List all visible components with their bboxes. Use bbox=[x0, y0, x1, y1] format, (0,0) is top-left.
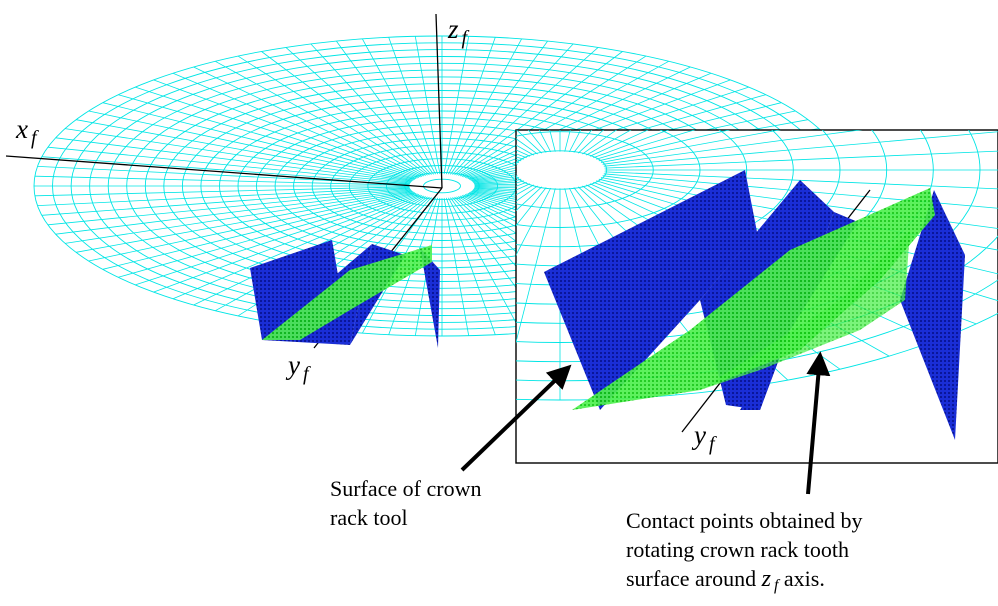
callout-contact-line1: Contact points obtained by bbox=[626, 508, 863, 533]
contact-points-surface bbox=[572, 188, 935, 410]
mesh-spoke bbox=[172, 194, 421, 300]
callout-contact-points: Contact points obtained by rotating crow… bbox=[626, 506, 862, 600]
mesh-spoke bbox=[443, 36, 470, 175]
mesh-spoke bbox=[388, 37, 439, 175]
contact-points-surface-2 bbox=[700, 230, 910, 390]
mesh-spoke bbox=[602, 175, 998, 229]
mesh-spoke bbox=[463, 72, 712, 178]
mesh-spoke bbox=[37, 187, 410, 206]
mesh-spoke bbox=[135, 193, 418, 286]
mesh-spoke bbox=[459, 60, 669, 177]
mesh-spoke bbox=[310, 43, 432, 175]
mesh-spoke bbox=[76, 190, 413, 253]
mesh-spoke bbox=[549, 130, 556, 152]
mesh-spoke bbox=[600, 130, 782, 163]
arrow-contact-points bbox=[806, 351, 831, 495]
mesh-spoke bbox=[450, 40, 548, 175]
mesh-spoke bbox=[88, 110, 414, 181]
inset-content bbox=[516, 130, 998, 440]
mesh-spoke bbox=[516, 173, 517, 175]
mesh-spoke bbox=[153, 79, 420, 178]
mesh-spoke bbox=[76, 119, 413, 182]
mesh-spoke bbox=[118, 192, 417, 278]
callout-rack-surface: Surface of crown rack tool bbox=[330, 474, 482, 532]
inset-mesh bbox=[516, 130, 998, 401]
callout-rack-surface-line2: rack tool bbox=[330, 505, 408, 530]
mesh-spoke bbox=[41, 187, 411, 216]
mesh-spoke bbox=[452, 43, 574, 175]
mesh-spoke bbox=[516, 138, 538, 155]
mesh-spoke bbox=[604, 171, 998, 190]
mesh-spoke bbox=[464, 79, 731, 178]
mesh-spoke bbox=[47, 188, 411, 226]
mesh-spoke bbox=[47, 146, 411, 184]
mesh-spoke bbox=[153, 194, 420, 293]
x-axis-line bbox=[5, 155, 443, 189]
mesh-spoke bbox=[414, 36, 441, 175]
mesh-spoke bbox=[135, 86, 418, 179]
mesh-spoke bbox=[102, 192, 415, 270]
mesh-spoke bbox=[34, 186, 410, 197]
mesh-spoke bbox=[443, 197, 470, 336]
mesh-spoke bbox=[102, 102, 415, 180]
mesh-spoke bbox=[193, 66, 423, 177]
mesh-spoke bbox=[55, 189, 412, 235]
rack-flank-small-4 bbox=[420, 248, 440, 348]
mesh-spoke bbox=[65, 190, 412, 244]
callout-contact-line2: rotating crown rack tooth bbox=[626, 537, 849, 562]
mesh-spoke bbox=[215, 60, 425, 177]
mesh-spoke bbox=[237, 55, 426, 176]
z-axis-line bbox=[435, 13, 443, 189]
callout-rack-surface-line1: Surface of crown bbox=[330, 476, 482, 501]
rack-tool-small bbox=[250, 240, 440, 348]
mesh-spoke bbox=[454, 47, 599, 176]
mesh-spoke bbox=[55, 137, 412, 183]
mesh-spoke bbox=[65, 128, 412, 182]
contact-points-small bbox=[262, 245, 432, 340]
mesh-spoke bbox=[458, 55, 647, 176]
arrow-rack-surface bbox=[460, 364, 572, 472]
mesh-spoke bbox=[593, 130, 670, 159]
mesh-spoke bbox=[516, 156, 524, 160]
mesh-spoke bbox=[604, 150, 998, 169]
mesh-spoke bbox=[445, 37, 496, 175]
mesh-spoke bbox=[589, 130, 649, 157]
mesh-spoke bbox=[118, 94, 417, 180]
mesh-spoke bbox=[603, 131, 998, 167]
mesh-spoke bbox=[516, 175, 518, 177]
mesh-spoke bbox=[456, 51, 623, 176]
mesh-spoke bbox=[602, 130, 863, 165]
mesh-spoke bbox=[34, 175, 410, 186]
mesh-spoke bbox=[603, 173, 998, 209]
mesh-spoke bbox=[596, 130, 696, 160]
mesh-spoke bbox=[362, 38, 436, 175]
rack-flank-4 bbox=[900, 190, 965, 440]
mesh-spoke bbox=[445, 197, 496, 335]
mesh-spoke bbox=[461, 66, 691, 177]
rack-flank-1 bbox=[544, 170, 757, 410]
mesh-spoke bbox=[88, 191, 414, 262]
mesh-spoke bbox=[516, 188, 556, 344]
mesh-spoke bbox=[516, 187, 552, 256]
mesh-spoke bbox=[448, 197, 522, 334]
mesh-spoke bbox=[336, 40, 434, 175]
mesh-spoke bbox=[516, 187, 547, 227]
mesh-spoke bbox=[261, 51, 428, 176]
mesh-spoke bbox=[448, 38, 522, 175]
mesh-spoke bbox=[172, 72, 421, 178]
mesh-spoke bbox=[285, 47, 430, 176]
mesh-spoke bbox=[598, 130, 731, 162]
mesh-spoke bbox=[41, 156, 411, 185]
